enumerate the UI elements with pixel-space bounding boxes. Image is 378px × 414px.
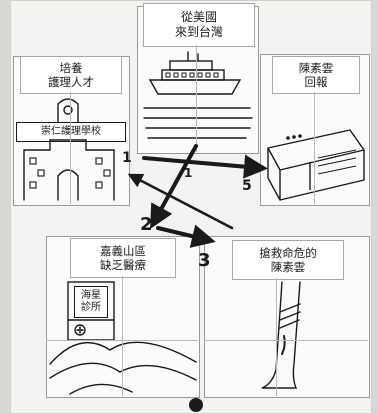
clinic-caption-line-1: 嘉義山區 (100, 243, 146, 258)
clinic-drawing (49, 281, 197, 395)
school-caption: 培養 護理人才 (20, 56, 122, 94)
clinic-caption: 嘉義山區 缺乏醫療 (70, 238, 176, 278)
school-caption-line-2: 護理人才 (48, 75, 94, 89)
newspaper-caption-line-1: 陳素雲 (298, 60, 334, 75)
ship-caption: 從美國 來到台灣 (143, 3, 255, 47)
sequence-arrows (127, 144, 268, 248)
newspaper-caption-line-2: 回報 (304, 75, 328, 89)
cut-line (314, 92, 315, 204)
ship-caption-line-2: 來到台灣 (174, 25, 223, 39)
rescue-drawing (261, 281, 301, 389)
arrow-to-clinic (150, 144, 198, 230)
arrow-to-school (127, 173, 234, 230)
arrow-label-1b: 1 (184, 166, 193, 180)
ship-drawing (143, 51, 253, 139)
cut-line (122, 276, 123, 396)
cut-line (70, 92, 71, 204)
newspaper-caption: 陳素雲 回報 (272, 56, 360, 94)
arrow-label-2: 2 (140, 214, 153, 235)
newspaper-drawing (267, 129, 365, 201)
clinic-sign-line-2: 診所 (81, 302, 101, 313)
ship-caption-line-1: 從美國 (180, 10, 217, 24)
arrow-label-5: 5 (242, 178, 252, 194)
rescue-caption: 搶救命危的 陳素雲 (232, 240, 344, 280)
cut-line (46, 340, 198, 341)
worksheet-page: 從美國 來到台灣 培養 護理人才 (10, 0, 372, 414)
clinic-sign-line-1: 海星 (81, 289, 101, 301)
rescue-caption-line-2: 陳素雲 (270, 260, 306, 274)
rescue-caption-line-1: 搶救命危的 (259, 245, 317, 260)
arrow-label-3: 3 (198, 250, 211, 271)
school-drawing (23, 98, 115, 201)
cut-line (276, 278, 277, 396)
arrow-label-1: 1 (122, 150, 132, 166)
cut-line (196, 45, 197, 152)
arrow-to-rescue (156, 224, 216, 248)
page-number-badge (189, 398, 203, 412)
cut-line (204, 340, 368, 341)
clinic-caption-line-2: 缺乏醫療 (100, 258, 146, 272)
school-caption-line-1: 培養 (59, 60, 83, 75)
clinic-sign: 海星 診所 (74, 286, 108, 318)
school-sign: 崇仁護理學校 (16, 122, 126, 142)
arrow-to-newspaper (142, 154, 268, 179)
